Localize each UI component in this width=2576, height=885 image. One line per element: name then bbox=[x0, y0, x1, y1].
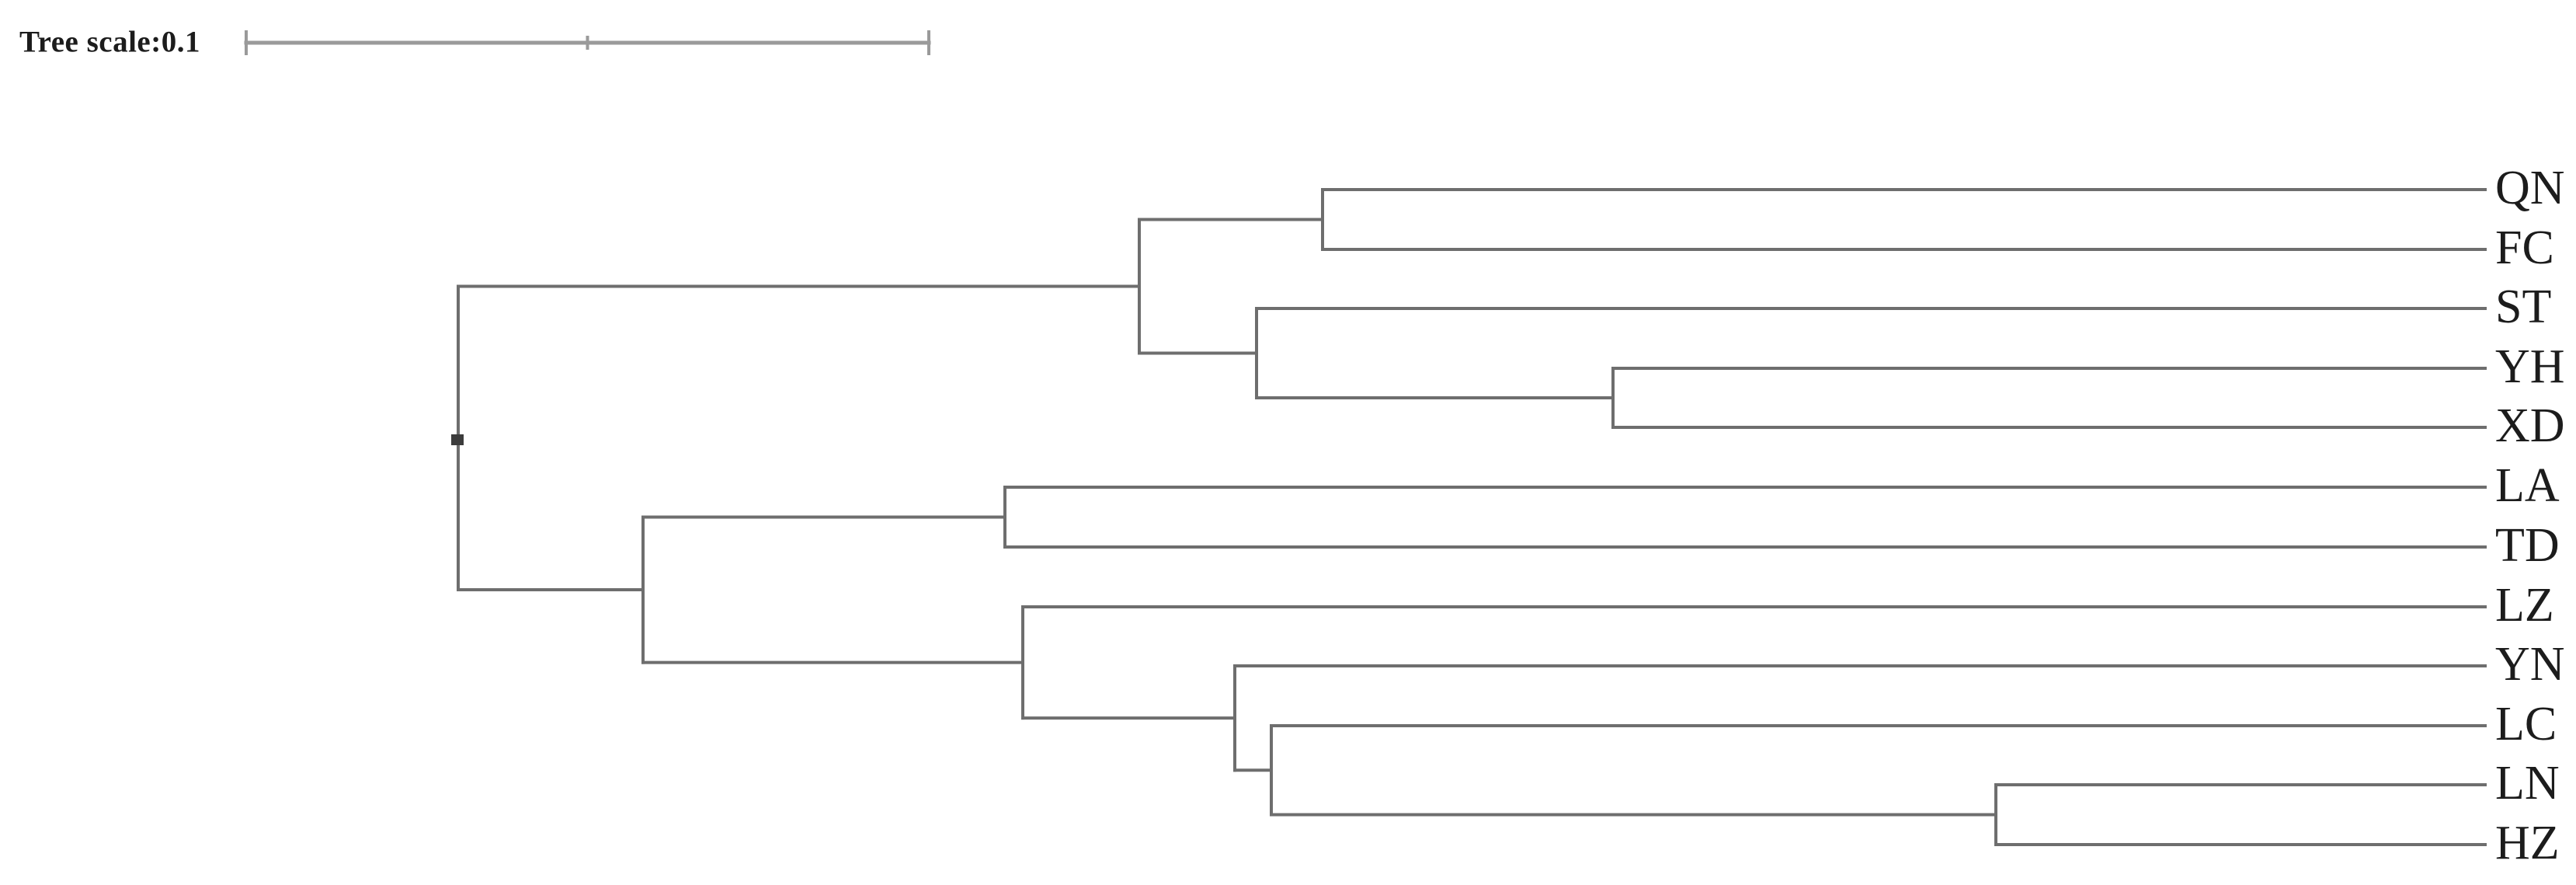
leaf-label-xd: XD bbox=[2495, 399, 2565, 453]
leaf-label-td: TD bbox=[2495, 519, 2560, 573]
leaf-label-ln: LN bbox=[2495, 757, 2560, 810]
leaf-label-yh: YH bbox=[2495, 340, 2565, 394]
leaf-label-st: ST bbox=[2495, 280, 2552, 334]
leaf-label-la: LA bbox=[2495, 459, 2560, 513]
leaf-label-fc: FC bbox=[2495, 221, 2554, 275]
tree-scale-label: Tree scale:0.1 bbox=[19, 25, 200, 59]
leaf-label-lz: LZ bbox=[2495, 579, 2554, 632]
leaf-label-yn: YN bbox=[2495, 638, 2565, 692]
leaf-label-hz: HZ bbox=[2495, 817, 2560, 870]
leaf-label-qn: QN bbox=[2495, 162, 2565, 215]
leaf-label-lc: LC bbox=[2495, 698, 2557, 751]
